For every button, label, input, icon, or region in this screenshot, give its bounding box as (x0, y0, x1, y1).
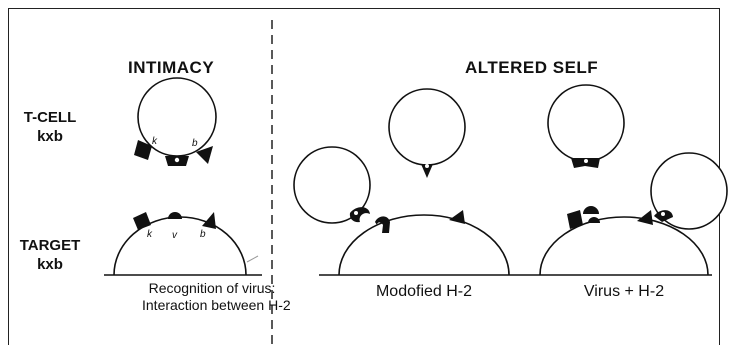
intimacy-heading: INTIMACY (128, 58, 215, 77)
modified-h2-group (293, 88, 522, 276)
tcell-b-receptor (196, 146, 213, 164)
tcell-label: T-CELL kxb (20, 108, 80, 146)
intimacy-target (104, 212, 262, 276)
tcell-label-line1: T-CELL (23, 109, 77, 126)
target-label-line1: TARGET (19, 237, 81, 254)
target-label-line2: kxb (37, 256, 63, 273)
target-b-site (202, 212, 216, 229)
target-k-site (133, 212, 151, 230)
target-site-k: k (147, 229, 152, 240)
modified-h2-caption: Modofied H-2 (375, 283, 473, 300)
tcell-site-b: b (192, 138, 198, 149)
target-site-b: b (200, 229, 206, 240)
virus-h2-caption: Virus + H-2 (583, 283, 665, 300)
virus-h2-group (522, 84, 728, 276)
altered-self-heading: ALTERED SELF (465, 58, 599, 77)
stray-mark (246, 255, 259, 263)
intimacy-tcell (134, 77, 217, 166)
tcell-site-k: k (152, 136, 157, 147)
target-v-site (168, 212, 182, 219)
intimacy-caption: Recognition of virus: Interaction betwee… (142, 280, 291, 314)
intimacy-caption-line2: Interaction between H-2 (142, 297, 291, 313)
target-label: TARGET kxb (18, 236, 82, 274)
tcell-k-receptor (134, 140, 152, 160)
tcell-label-line2: kxb (37, 128, 63, 145)
target-site-v: v (172, 230, 177, 241)
intimacy-caption-line1: Recognition of virus: (148, 280, 276, 296)
